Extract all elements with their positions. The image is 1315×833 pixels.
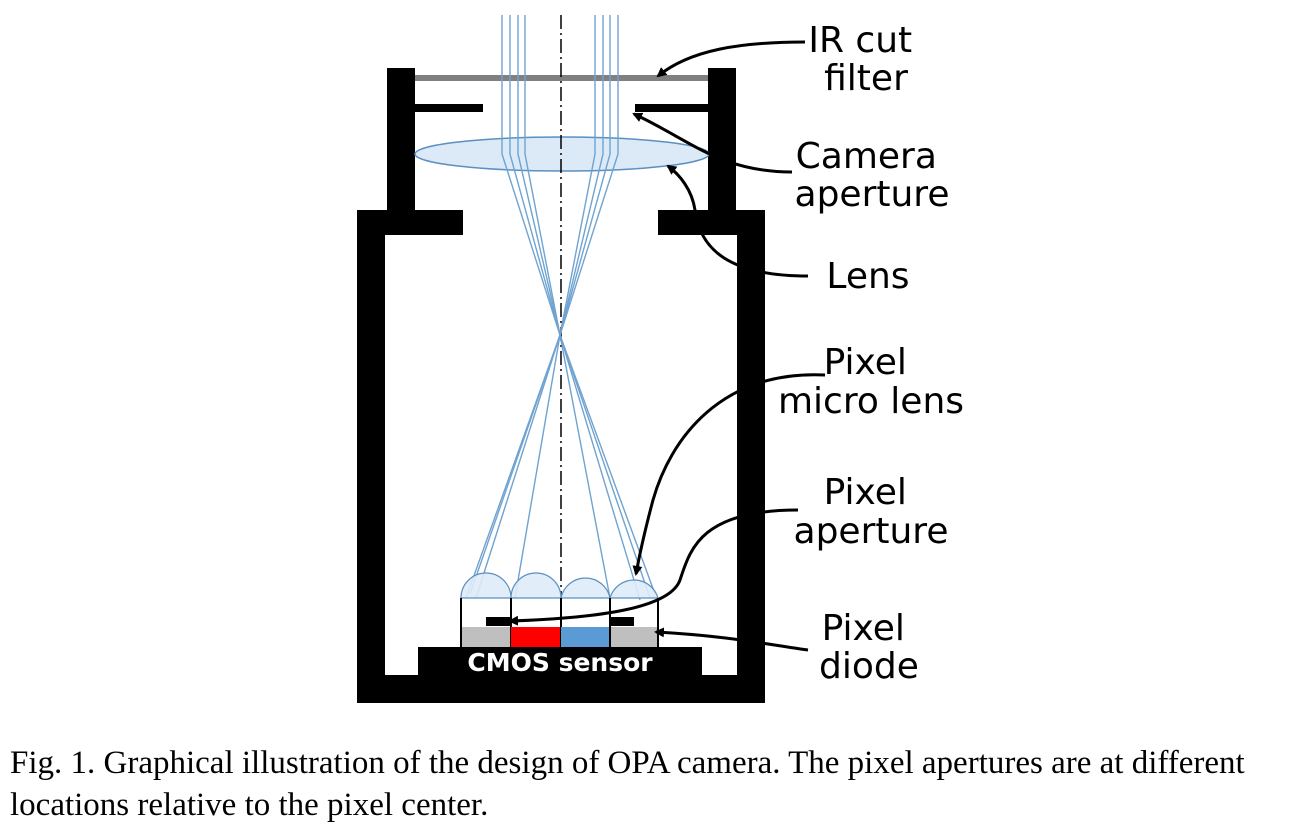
- light-ray: [509, 15, 651, 599]
- lower-left-wall: [357, 210, 385, 703]
- diagram-labels: IR cut filter Camera aperture Lens Pixel…: [778, 20, 964, 687]
- pixel-diode-arrow: [654, 627, 809, 652]
- light-ray: [475, 15, 611, 599]
- lens: [414, 136, 710, 172]
- cmos-sensor: [418, 647, 702, 677]
- ir-cut-filter-label: IR cut filter: [808, 20, 923, 99]
- light-ray: [501, 15, 641, 601]
- pixel-red-filter: [511, 627, 560, 647]
- light-ray: [465, 15, 596, 599]
- pixel-aperture-left: [486, 617, 511, 626]
- lens-label: Lens: [826, 256, 909, 297]
- pixel-aperture-right: [610, 617, 634, 626]
- ir-cut-filter: [415, 75, 708, 81]
- housing-bottom: [357, 675, 765, 703]
- opa-camera-diagram: CMOS sensor IR cut filter Camera apertur…: [357, 15, 964, 703]
- light-rays: [465, 15, 656, 601]
- light-ray: [469, 15, 604, 595]
- camera-housing: [357, 68, 765, 703]
- pixel-diode-gray-right: [611, 627, 657, 647]
- cmos-sensor-label: CMOS sensor: [467, 648, 653, 677]
- right-shoulder: [658, 210, 765, 235]
- light-ray: [517, 15, 656, 595]
- upper-right-wall: [708, 68, 736, 228]
- pixel-aperture-label: Pixel aperture: [794, 472, 949, 552]
- camera-aperture-label: Camera aperture: [795, 136, 950, 215]
- camera-aperture-arrow: [632, 112, 793, 174]
- micro-lens: [560, 577, 611, 599]
- pixel-micro-lens-label: Pixel micro lens: [778, 342, 964, 422]
- lower-right-wall: [737, 210, 765, 703]
- pixel-micro-lenses: [460, 572, 659, 599]
- light-ray: [524, 15, 611, 599]
- camera-aperture-right-blade: [635, 104, 708, 112]
- figure-caption: Fig. 1. Graphical illustration of the de…: [10, 745, 1245, 823]
- pixel-blue-filter: [561, 627, 609, 647]
- pixel-aperture-arrow: [508, 508, 799, 626]
- annotation-arrows: [508, 40, 826, 652]
- left-shoulder: [357, 210, 463, 235]
- micro-lens: [609, 579, 659, 599]
- micro-lens: [460, 572, 512, 599]
- micro-lens: [510, 572, 562, 599]
- lens-arrow: [666, 164, 809, 278]
- camera-aperture-left-blade: [415, 104, 483, 112]
- micro-lens-arrow: [632, 373, 826, 576]
- pixel-diode-gray-left: [462, 627, 510, 647]
- light-ray: [514, 15, 619, 599]
- pixel-diode-label: Pixel diode: [819, 608, 919, 687]
- upper-left-wall: [387, 68, 415, 228]
- ir-filter-arrow: [656, 40, 806, 78]
